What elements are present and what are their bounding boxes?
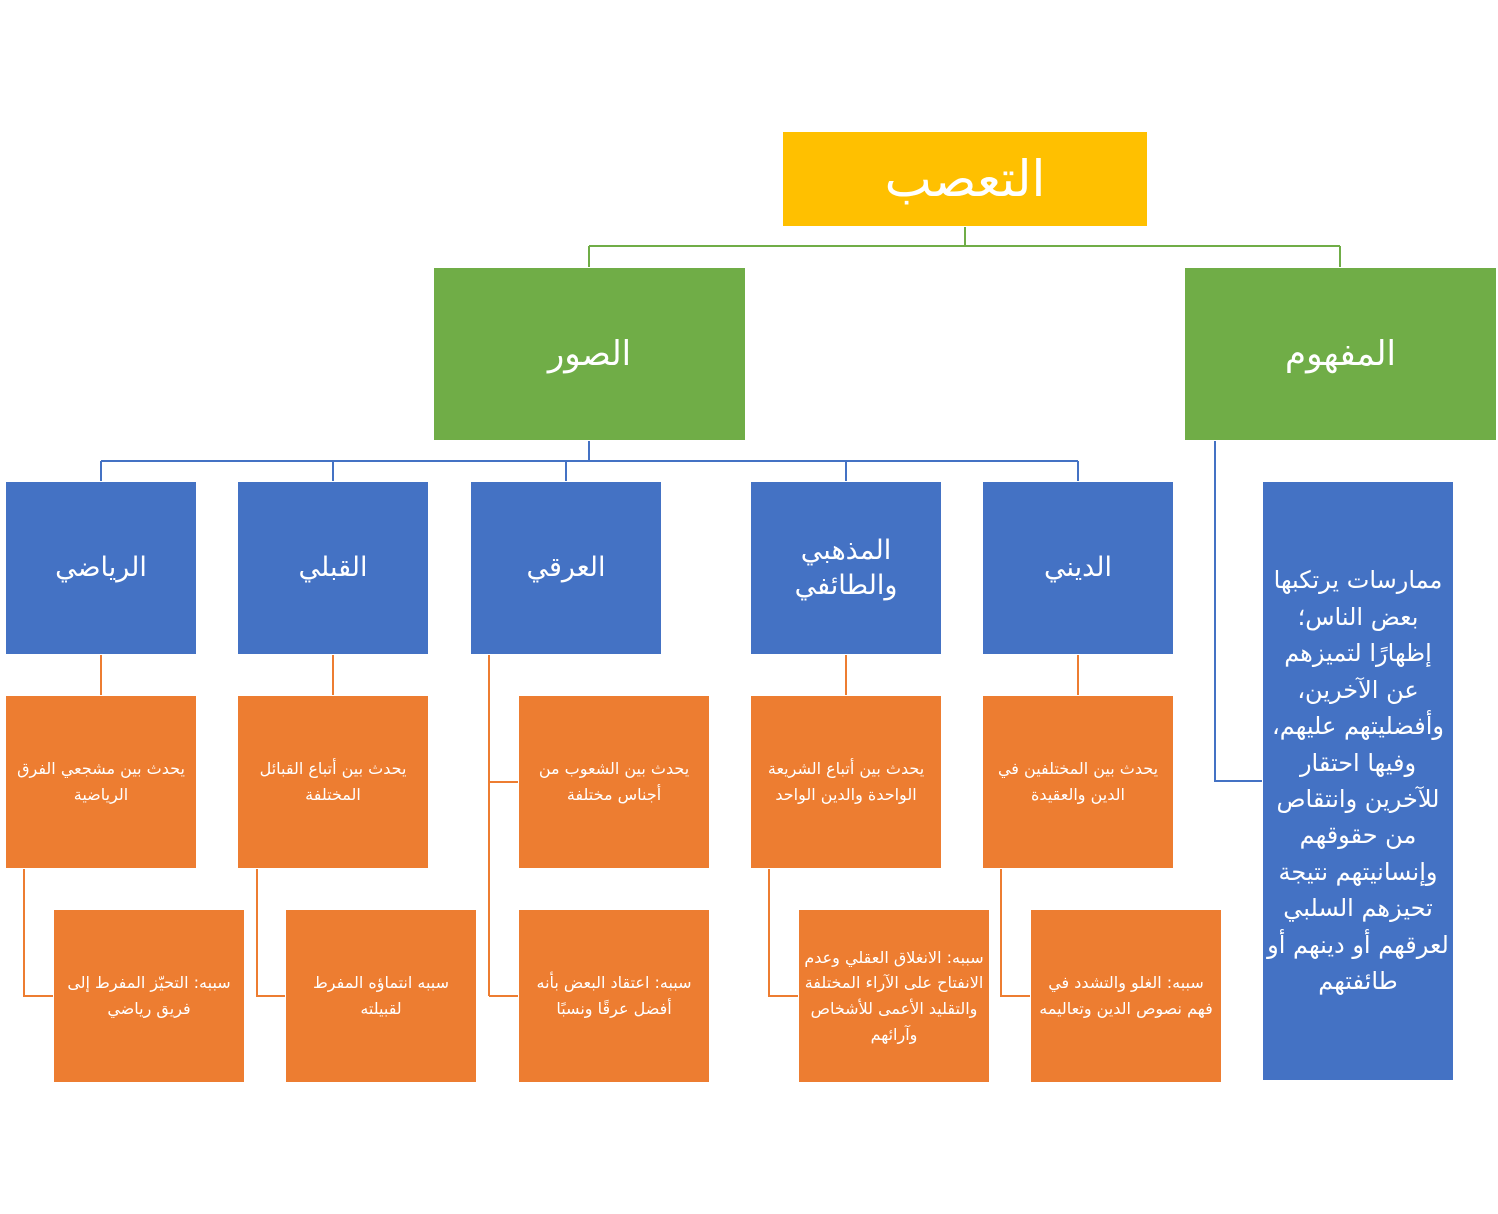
- form-tribal-cause: سببه انتماؤه المفرط لقبيلته: [312, 973, 450, 1018]
- form-tribal-desc: يحدث بين أتباع القبائل المختلفة: [259, 759, 407, 804]
- form-tribal-desc-node: يحدث بين أتباع القبائل المختلفة: [238, 696, 428, 868]
- form-religious-desc: يحدث بين المختلفين في الدين والعقيدة: [997, 759, 1159, 804]
- form-sports-desc-node: يحدث بين مشجعي الفرق الرياضية: [6, 696, 196, 868]
- form-sports-desc: يحدث بين مشجعي الفرق الرياضية: [17, 759, 185, 804]
- form-ethnic-node: العرقي: [471, 482, 661, 654]
- concept-node: المفهوم: [1185, 268, 1496, 440]
- form-ethnic-desc-node: يحدث بين الشعوب من أجناس مختلفة: [519, 696, 709, 868]
- forms-title: الصور: [547, 334, 632, 374]
- form-sports-cause-node: سببه: التحيّز المفرط إلى فريق رياضي: [54, 910, 244, 1082]
- form-ethnic-cause: سببه: اعتقاد البعض بأنه أفضل عرقًا ونسبً…: [536, 973, 692, 1018]
- form-sectarian-desc: يحدث بين أتباع الشريعة الواحدة والدين ال…: [767, 759, 925, 804]
- form-sports-node: الرياضي: [6, 482, 196, 654]
- concept-definition-node: ممارسات يرتكبها بعض الناس؛ إظهارًا لتميز…: [1263, 482, 1453, 1080]
- form-religious-desc-node: يحدث بين المختلفين في الدين والعقيدة: [983, 696, 1173, 868]
- form-sectarian-cause-node: سببه: الانغلاق العقلي وعدم الانفتاح على …: [799, 910, 989, 1082]
- form-sectarian-desc-node: يحدث بين أتباع الشريعة الواحدة والدين ال…: [751, 696, 941, 868]
- form-tribal-title: القبلي: [298, 552, 368, 584]
- form-religious-cause: سببه: الغلو والتشدد في فهم نصوص الدين وت…: [1039, 973, 1213, 1018]
- form-sectarian-title: المذهبي والطائفي: [794, 534, 898, 601]
- form-religious-node: الديني: [983, 482, 1173, 654]
- form-ethnic-cause-node: سببه: اعتقاد البعض بأنه أفضل عرقًا ونسبً…: [519, 910, 709, 1082]
- forms-connectors: [100, 441, 1262, 782]
- root-title: التعصب: [884, 150, 1046, 208]
- form-sports-cause: سببه: التحيّز المفرط إلى فريق رياضي: [67, 973, 231, 1018]
- form-tribal-node: القبلي: [238, 482, 428, 654]
- form-sectarian-cause: سببه: الانغلاق العقلي وعدم الانفتاح على …: [804, 947, 984, 1044]
- form-sectarian-node: المذهبي والطائفي: [751, 482, 941, 654]
- concept-definition-text: ممارسات يرتكبها بعض الناس؛ إظهارًا لتميز…: [1267, 566, 1449, 996]
- form-ethnic-desc: يحدث بين الشعوب من أجناس مختلفة: [538, 759, 690, 804]
- form-religious-title: الديني: [1043, 552, 1113, 584]
- root-node: التعصب: [783, 132, 1147, 226]
- concept-title: المفهوم: [1285, 334, 1396, 374]
- form-ethnic-title: العرقي: [526, 552, 606, 584]
- form-sports-title: الرياضي: [55, 552, 147, 584]
- forms-node: الصور: [434, 268, 745, 440]
- detail-connectors: [23, 655, 1079, 997]
- root-connectors: [588, 227, 1341, 267]
- form-religious-cause-node: سببه: الغلو والتشدد في فهم نصوص الدين وت…: [1031, 910, 1221, 1082]
- form-tribal-cause-node: سببه انتماؤه المفرط لقبيلته: [286, 910, 476, 1082]
